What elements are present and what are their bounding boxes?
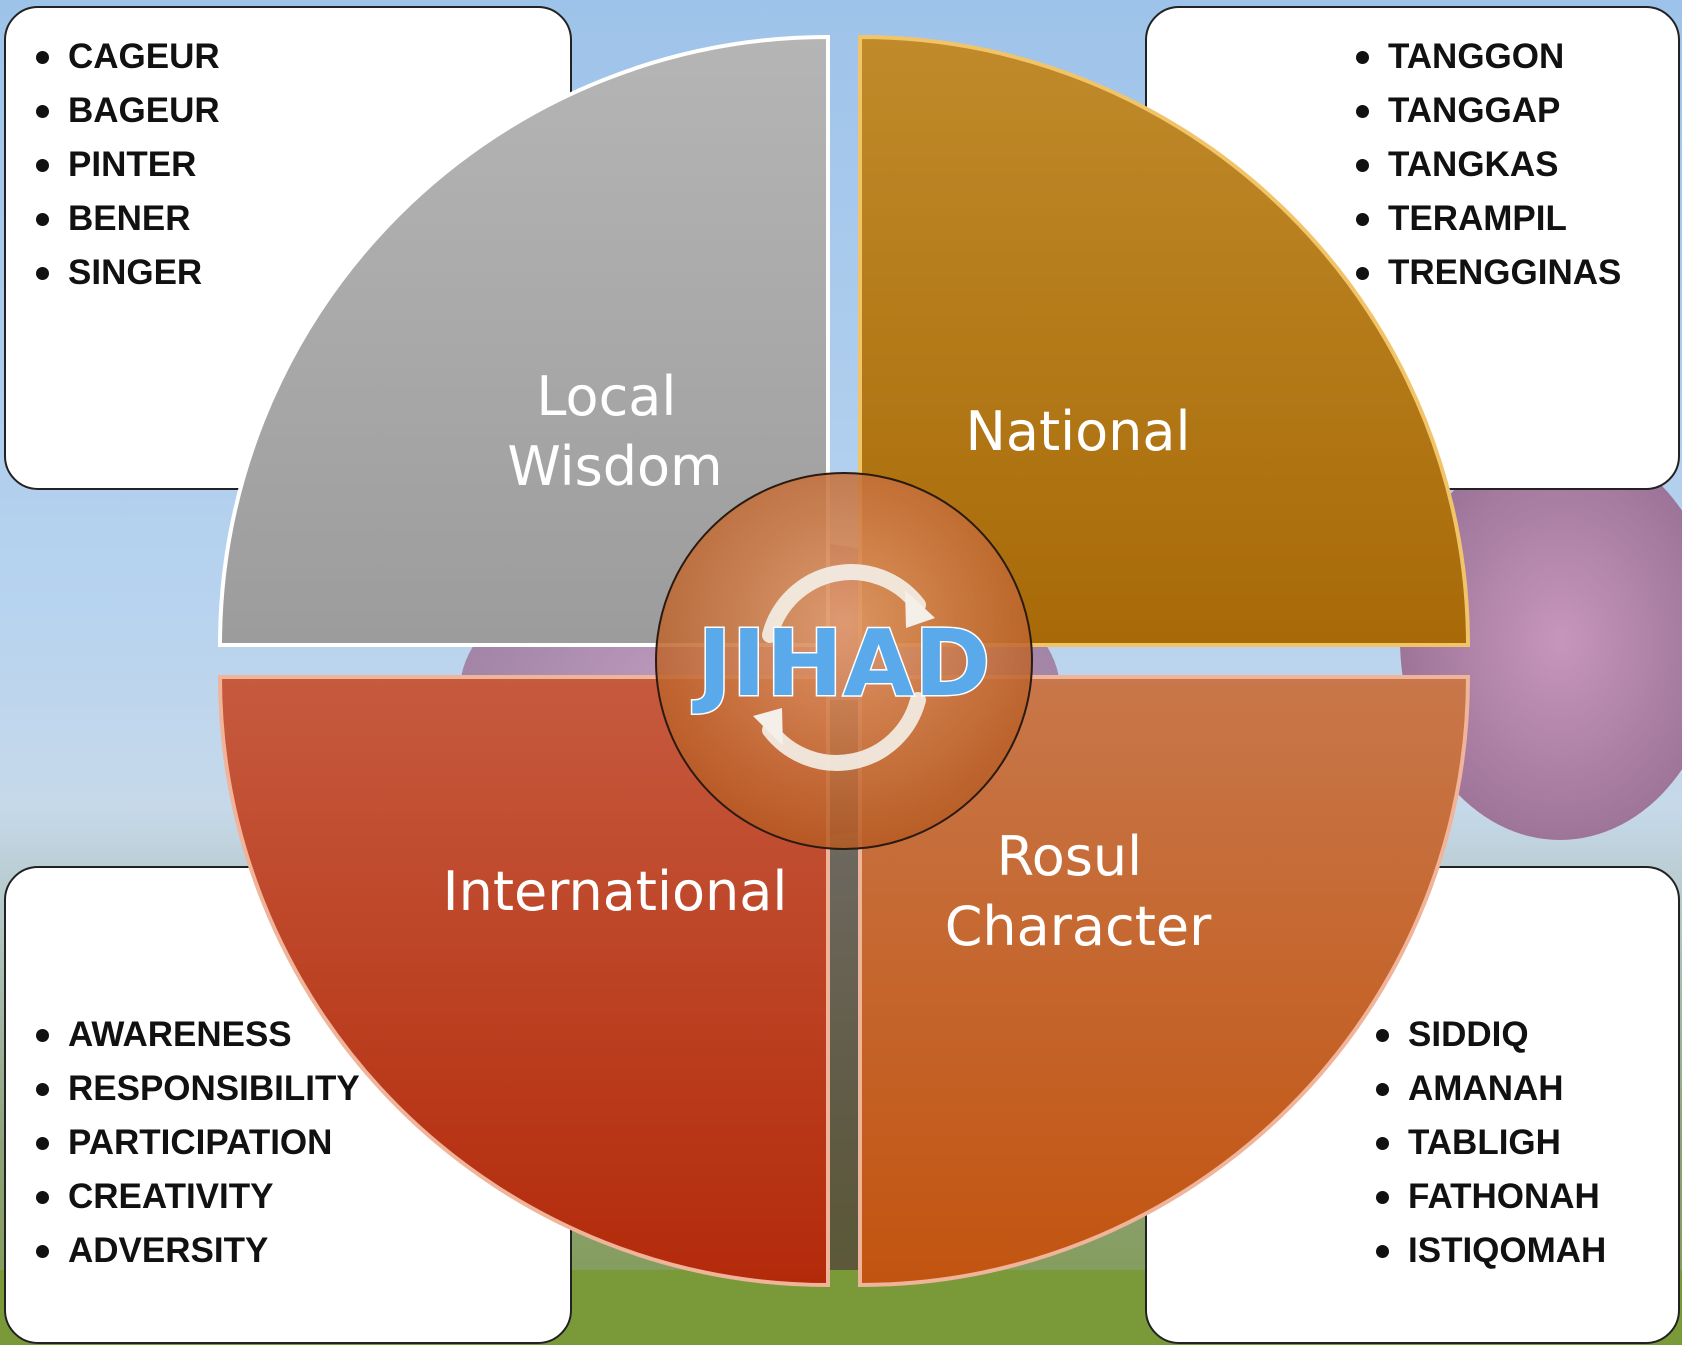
quadrant-international xyxy=(217,675,830,1288)
list-item: PARTICIPATION xyxy=(32,1116,360,1170)
quadrant-national xyxy=(858,34,1471,647)
label-rosul-character: Rosul Character xyxy=(945,825,1212,958)
list-item: TANGGON xyxy=(1352,30,1621,84)
label-line: Wisdom xyxy=(507,435,722,498)
list-item: AWARENESS xyxy=(32,1008,360,1062)
list-item: SIDDIQ xyxy=(1372,1008,1606,1062)
list-national: TANGGON TANGGAP TANGKAS TERAMPIL TRENGGI… xyxy=(1352,30,1621,300)
list-local-wisdom: CAGEUR BAGEUR PINTER BENER SINGER xyxy=(32,30,220,300)
list-item: TANGGAP xyxy=(1352,84,1621,138)
list-item: SINGER xyxy=(32,246,220,300)
list-item: PINTER xyxy=(32,138,220,192)
label-line: Character xyxy=(945,895,1212,958)
list-item: ADVERSITY xyxy=(32,1224,360,1278)
list-item: RESPONSIBILITY xyxy=(32,1062,360,1116)
list-item: TABLIGH xyxy=(1372,1116,1606,1170)
list-international: AWARENESS RESPONSIBILITY PARTICIPATION C… xyxy=(32,1008,360,1278)
list-item: CAGEUR xyxy=(32,30,220,84)
list-item: AMANAH xyxy=(1372,1062,1606,1116)
center-label: JIHAD xyxy=(691,610,990,717)
list-item: TRENGGINAS xyxy=(1352,246,1621,300)
label-local-wisdom: Local Wisdom xyxy=(507,365,722,498)
list-item: ISTIQOMAH xyxy=(1372,1224,1606,1278)
list-item: TANGKAS xyxy=(1352,138,1621,192)
list-rosul-character: SIDDIQ AMANAH TABLIGH FATHONAH ISTIQOMAH xyxy=(1372,1008,1606,1278)
label-national: National xyxy=(965,400,1190,463)
label-line: Rosul xyxy=(997,825,1143,888)
label-line: Local xyxy=(536,365,676,428)
quadrant-local-wisdom xyxy=(217,34,830,647)
cycle-arrows-icon xyxy=(753,564,935,771)
label-international: International xyxy=(443,860,788,923)
list-item: CREATIVITY xyxy=(32,1170,360,1224)
center-circle xyxy=(655,472,1033,850)
label-line: International xyxy=(443,860,788,923)
list-item: BAGEUR xyxy=(32,84,220,138)
list-item: BENER xyxy=(32,192,220,246)
list-item: FATHONAH xyxy=(1372,1170,1606,1224)
list-item: TERAMPIL xyxy=(1352,192,1621,246)
quadrant-rosul-character xyxy=(858,675,1471,1288)
label-line: National xyxy=(965,400,1190,463)
